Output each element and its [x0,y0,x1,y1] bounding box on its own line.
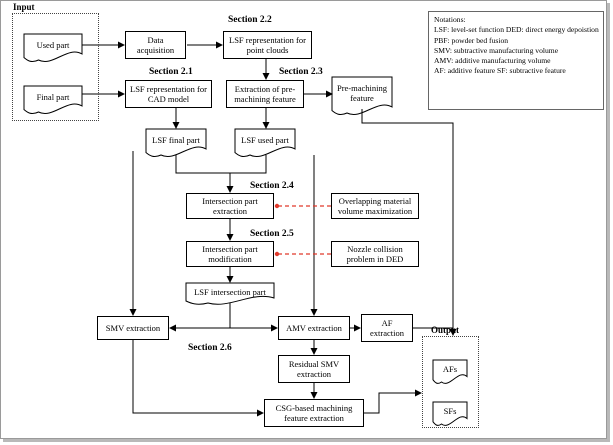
used-part-doc: Used part [36,40,70,50]
final-part-shape [23,85,83,114]
lsf-intersection-shape [185,282,275,305]
notation-line-1: LSF: level-set function DED: direct ener… [434,25,599,35]
sfs-doc: SFs [443,406,457,416]
section-2-6-label: Section 2.6 [188,343,232,353]
section-2-4-label: Section 2.4 [250,181,294,191]
data-acquisition-box: Data acquisition [125,31,186,59]
lsf-used-part-doc: LSF used part [241,135,289,145]
intersection-modification-box: Intersection part modification [186,241,274,267]
notation-line-4: AMV: additive manufacturing volume [434,56,551,66]
final-part-doc: Final part [36,92,70,102]
amv-extraction-box: AMV extraction [278,316,350,340]
edge-smv-to-csg [132,340,264,417]
smv-extraction-box: SMV extraction [97,316,169,340]
section-2-3-label: Section 2.3 [279,67,323,77]
connector-layer [23,33,468,426]
notations-title: Notations: [434,15,466,24]
lsf-cad-box: LSF representation for CAD model [125,80,212,108]
edge-lsf-final-to-intersection [175,155,234,193]
section-2-1-label: Section 2.1 [149,67,193,77]
overlapping-volume-box: Overlapping material volume maximization [331,193,419,219]
dashed-reference-links [274,203,331,257]
output-region [422,336,479,428]
dot-overlapping-link [274,203,280,209]
csg-feature-extraction-box: CSG-based machining feature extraction [264,399,364,427]
section-2-5-label: Section 2.5 [250,229,294,239]
notation-line-2: PBF: powder bed fusion [434,35,509,45]
dot-nozzle-link [274,251,280,257]
edge-premachining-to-output [361,109,454,328]
notation-line-3: SMV: subtractive manufacturing volume [434,45,559,55]
afs-shape [432,359,468,384]
sfs-shape [432,401,468,426]
edge-lines [82,41,457,417]
lsf-final-part-doc: LSF final part [152,135,200,145]
lsf-final-part-shape [145,128,207,157]
output-label: Output [431,325,460,335]
afs-doc: AFs [442,364,458,374]
diagram-canvas: Input Output Used part Final part Pre-ma… [0,0,607,439]
intersection-extraction-box: Intersection part extraction [186,193,274,219]
lsf-used-part-shape [234,128,296,157]
notation-line-5: AF: additive feature SF: subtractive fea… [434,66,566,76]
premachining-feature-doc: Pre-machining feature [336,83,388,103]
extraction-premachining-box: Extraction of pre-machining feature [226,80,304,108]
used-part-shape [23,33,83,62]
input-label: Input [13,2,35,12]
nozzle-collision-box: Nozzle collision problem in DED [331,241,419,267]
notations-panel: Notations: LSF: level-set function DED: … [428,11,604,110]
residual-smv-box: Residual SMV extraction [278,355,350,383]
premachining-feature-shape [331,76,393,115]
input-region [12,13,99,121]
lsf-point-clouds-box: LSF representation for point clouds [223,31,312,59]
edge-lsf-used-to-intersection [230,155,267,174]
lsf-intersection-part-doc: LSF intersection part [194,287,266,297]
af-extraction-box: AF extraction [361,314,413,342]
document-shapes [23,33,468,426]
edge-csg-to-output [364,389,422,414]
section-2-2-label: Section 2.2 [228,15,272,25]
